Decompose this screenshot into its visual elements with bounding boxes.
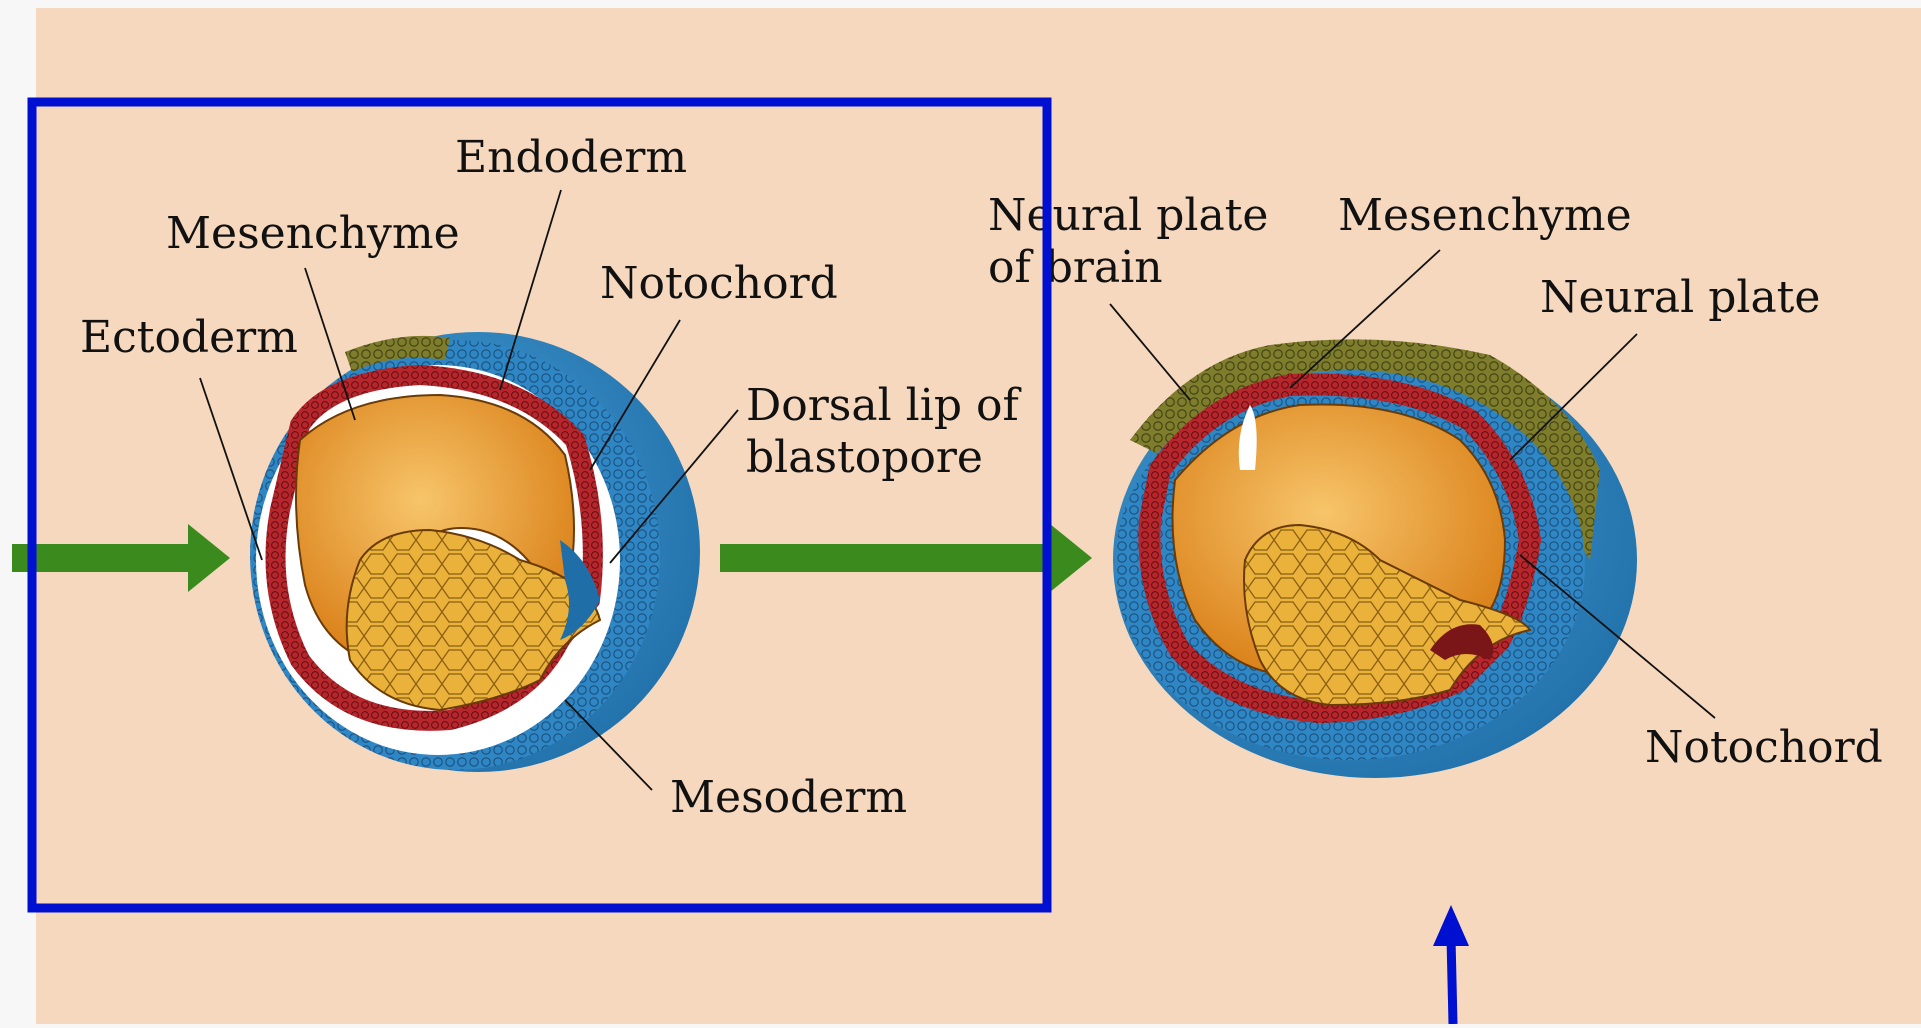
label-dorsal-lip-line2: blastopore bbox=[746, 432, 983, 483]
label-mesenchyme-left: Mesenchyme bbox=[166, 208, 460, 259]
label-endoderm: Endoderm bbox=[455, 132, 687, 183]
label-dorsal-lip-line1: Dorsal lip of bbox=[746, 380, 1021, 431]
label-mesenchyme-right: Mesenchyme bbox=[1338, 190, 1632, 241]
label-ectoderm: Ectoderm bbox=[80, 312, 298, 363]
label-notochord-right: Notochord bbox=[1645, 722, 1883, 773]
label-neural-plate-brain-line2: of brain bbox=[988, 242, 1163, 293]
right-embryo-section bbox=[1113, 339, 1637, 778]
label-neural-plate: Neural plate bbox=[1540, 272, 1820, 323]
label-notochord-left: Notochord bbox=[600, 258, 838, 309]
label-mesoderm: Mesoderm bbox=[670, 772, 907, 823]
label-neural-plate-brain-line1: Neural plate bbox=[988, 190, 1268, 241]
